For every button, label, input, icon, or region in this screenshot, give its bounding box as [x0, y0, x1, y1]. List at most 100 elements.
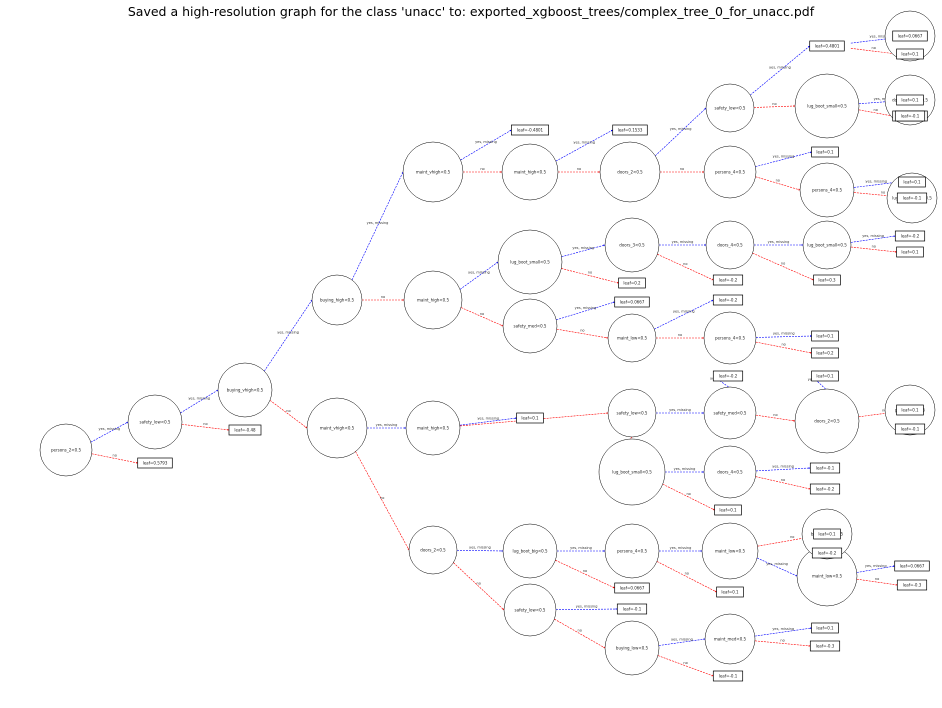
edge-yes: [853, 181, 899, 188]
split-condition: persons_4<0.5: [715, 169, 746, 174]
leaf-box: [894, 110, 926, 122]
split-condition: maint_vhigh<0.5: [416, 169, 451, 174]
edge-label: no: [480, 312, 484, 316]
edge-label: yes, missing: [575, 306, 597, 310]
leaf-box: [614, 296, 650, 308]
leaf-box: [896, 404, 924, 416]
leaf-box: [712, 370, 744, 382]
split-circle: [607, 313, 657, 363]
leaf-box: [616, 603, 648, 615]
leaf-value: leaf=0.1: [901, 407, 919, 412]
edge-no: [554, 618, 606, 649]
leaf-box: [811, 347, 839, 359]
split-condition: safety_low<0.5: [515, 607, 546, 612]
leaf-box: [811, 370, 839, 382]
edge-label: yes, missing: [99, 427, 121, 431]
split-circle: [703, 145, 757, 199]
split-node: lug_boot_small<0.5: [794, 73, 860, 139]
edge-label: no: [286, 409, 290, 413]
split-node: lug_boot_big<0.5: [502, 523, 558, 579]
edge-no: [755, 414, 796, 422]
leaf-node: leaf=-0.1: [809, 462, 841, 474]
edge-label: yes, missing: [865, 564, 887, 568]
leaf-node: leaf=0.1: [811, 622, 839, 634]
split-condition: persons_2<0.5: [51, 447, 82, 452]
leaf-box: [898, 176, 926, 188]
edge-no: [662, 483, 715, 511]
split-circle: [501, 143, 559, 201]
leaf-box: [614, 582, 650, 594]
split-condition: buying_vhigh<0.5: [227, 387, 264, 392]
leaf-value: leaf=-0.1: [623, 606, 642, 611]
edge-yes: [555, 608, 618, 611]
leaf-box: [811, 547, 843, 559]
split-circle: [799, 162, 855, 218]
edge-yes: [755, 151, 812, 167]
leaf-node: leaf=0.1: [896, 48, 924, 60]
split-node: safety_low<0.5: [705, 83, 755, 133]
leaf-box: [612, 124, 648, 136]
leaf-value: leaf=0.1: [719, 507, 737, 512]
edge-label: yes, missing: [576, 604, 598, 608]
edge-no: [850, 246, 897, 253]
leaf-box: [894, 560, 930, 572]
edge-label: yes, missing: [768, 240, 790, 244]
edge-label: no: [203, 422, 207, 426]
split-circle: [705, 220, 755, 270]
split-circle: [408, 525, 458, 575]
leaf-node: leaf=0.2: [811, 347, 839, 359]
leaf-box: [618, 277, 646, 289]
leaf-node: leaf=-0.1: [616, 603, 648, 615]
split-condition: doors_3<0.5: [619, 242, 645, 247]
leaf-value: leaf=0.2: [623, 280, 641, 285]
edge-label: yes, missing: [773, 154, 795, 158]
split-node: maint_low<0.5: [607, 313, 657, 363]
leaf-node: leaf=0.3: [813, 274, 841, 286]
split-condition: lug_boot_small<0.5: [510, 259, 550, 264]
split-node: lug_boot_small<0.5: [598, 438, 666, 506]
edge-label: no: [781, 478, 785, 482]
leaf-node: leaf=0.0667: [614, 582, 650, 594]
edge-label: no: [686, 492, 690, 496]
leaf-node: leaf=0.1: [898, 176, 926, 188]
split-circle: [127, 394, 183, 450]
split-circle: [217, 362, 273, 418]
edge-label: no: [773, 413, 777, 417]
split-circle: [802, 220, 852, 270]
leaf-value: leaf=0.1: [816, 625, 834, 630]
edge-label: yes, missing: [669, 408, 691, 412]
split-node: safety_med<0.5: [703, 386, 757, 440]
edge-label: no: [683, 262, 687, 266]
split-node: doors_3<0.5: [604, 217, 660, 273]
leaf-value: leaf=-0.3: [816, 643, 835, 648]
leaf-box: [809, 462, 841, 474]
leaf-box: [712, 670, 744, 682]
edge-yes: [556, 301, 615, 321]
split-node: persons_4<0.5: [604, 523, 660, 579]
leaf-value: leaf=-0.2: [816, 486, 835, 491]
leaf-value: leaf=0.1533: [618, 127, 643, 132]
edge-label: yes, missing: [772, 464, 794, 468]
edge-no: [755, 341, 812, 354]
leaf-value: leaf=0.1: [816, 149, 834, 154]
leaf-box: [228, 424, 262, 436]
edge-label: yes, missing: [671, 637, 693, 641]
split-circle: [39, 423, 93, 477]
edge-no: [460, 307, 504, 327]
edge-yes: [856, 565, 895, 573]
leaf-box: [516, 412, 544, 424]
split-condition: lug_boot_small<0.5: [807, 242, 847, 247]
split-node: persons_4<0.5: [799, 162, 855, 218]
edge-yes: [654, 299, 714, 330]
edge-label: no: [583, 569, 587, 573]
edge-label: no: [577, 629, 581, 633]
split-circle: [604, 620, 660, 676]
edge-yes: [180, 389, 219, 414]
leaf-value: leaf=-0.2: [719, 277, 738, 282]
edge-yes: [459, 417, 517, 426]
split-condition: safety_med<0.5: [514, 323, 547, 328]
leaf-value: leaf=-0.4801: [517, 127, 544, 132]
leaf-value: leaf=-0.48: [234, 427, 256, 432]
edge-label: yes, missing: [477, 417, 499, 421]
